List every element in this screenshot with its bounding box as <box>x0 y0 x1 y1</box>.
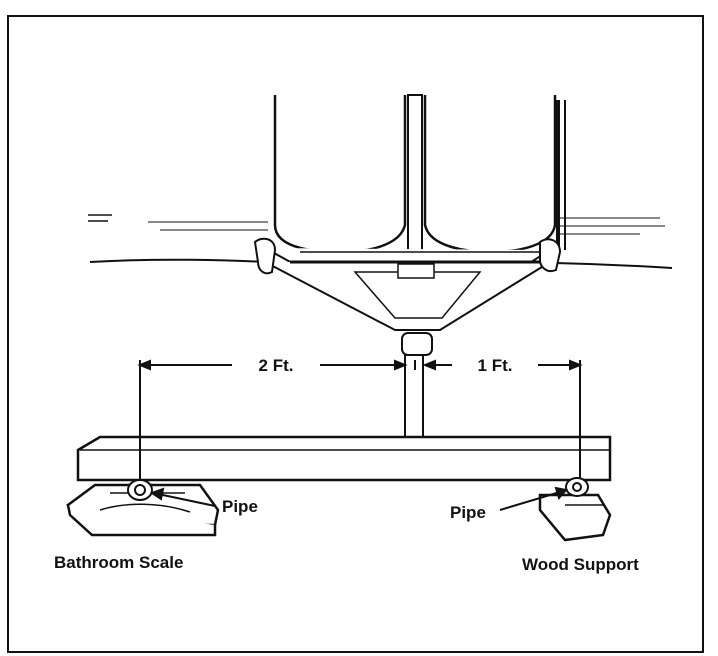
beam <box>76 435 612 482</box>
left-tank <box>273 95 407 254</box>
pipe-label-left: Pipe <box>222 497 258 516</box>
base-frame <box>253 237 562 356</box>
bathroom-scale <box>66 483 220 537</box>
pipe-leaders <box>149 486 568 511</box>
center-shaft <box>407 94 423 266</box>
pipe-left <box>127 479 153 501</box>
caption-bathroom-scale: Bathroom Scale <box>54 553 183 572</box>
dimension-line <box>137 359 583 490</box>
pipe-label-right: Pipe <box>450 503 486 522</box>
dimension-label-right: 1 Ft. <box>478 356 513 375</box>
right-tank <box>423 95 557 254</box>
wood-support <box>538 493 612 542</box>
dimension-label-left: 2 Ft. <box>259 356 294 375</box>
floor-lines <box>88 214 673 269</box>
tank-assembly <box>273 94 566 266</box>
caption-wood-support: Wood Support <box>522 555 639 574</box>
figure-border <box>7 15 704 653</box>
pipe-right <box>565 477 589 497</box>
